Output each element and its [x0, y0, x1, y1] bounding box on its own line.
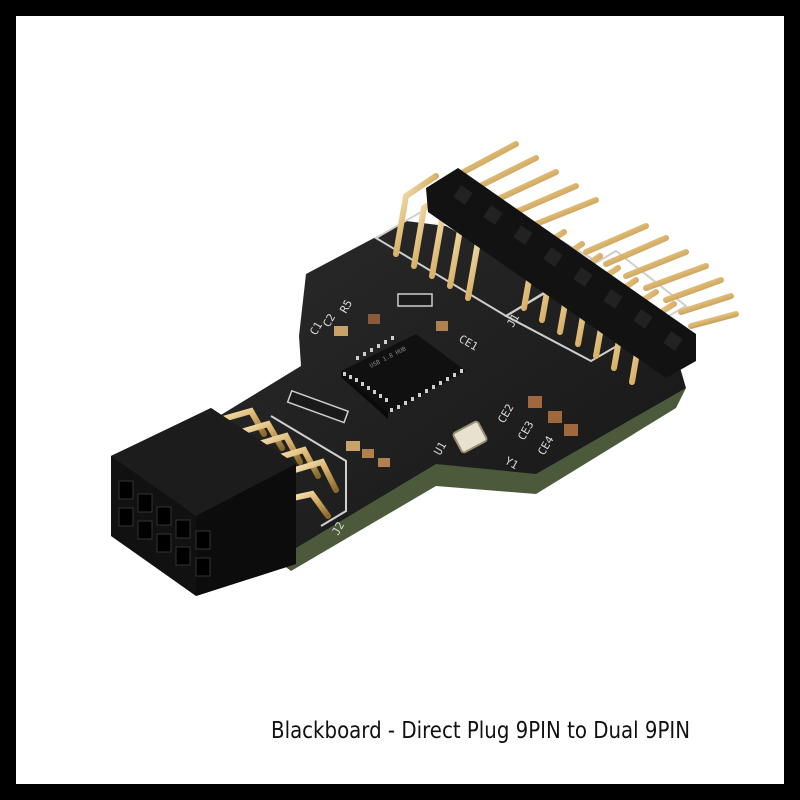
chip-u1: USB 1.8 HUB — [341, 334, 466, 419]
label-c1: C1 — [307, 320, 325, 338]
image-frame: USB 1.8 HUB — [16, 16, 784, 784]
crystal-y1 — [452, 420, 488, 454]
label-u1: U1 — [431, 440, 449, 458]
label-r5: R5 — [337, 298, 355, 316]
label-j1: J1 — [504, 312, 522, 330]
socket-9pin — [111, 408, 296, 596]
pcb-edge — [278, 388, 686, 571]
label-j2: J2 — [329, 520, 347, 538]
caption-text: Blackboard - Direct Plug 9PIN to Dual 9P… — [271, 718, 691, 744]
label-y1: Y1 — [503, 454, 521, 472]
caption-box: Blackboard - Direct Plug 9PIN to Dual 9P… — [269, 706, 784, 756]
pcb-adapter-photo: USB 1.8 HUB — [111, 141, 739, 596]
label-c2: C2 — [320, 312, 338, 330]
smd-components — [286, 293, 578, 467]
